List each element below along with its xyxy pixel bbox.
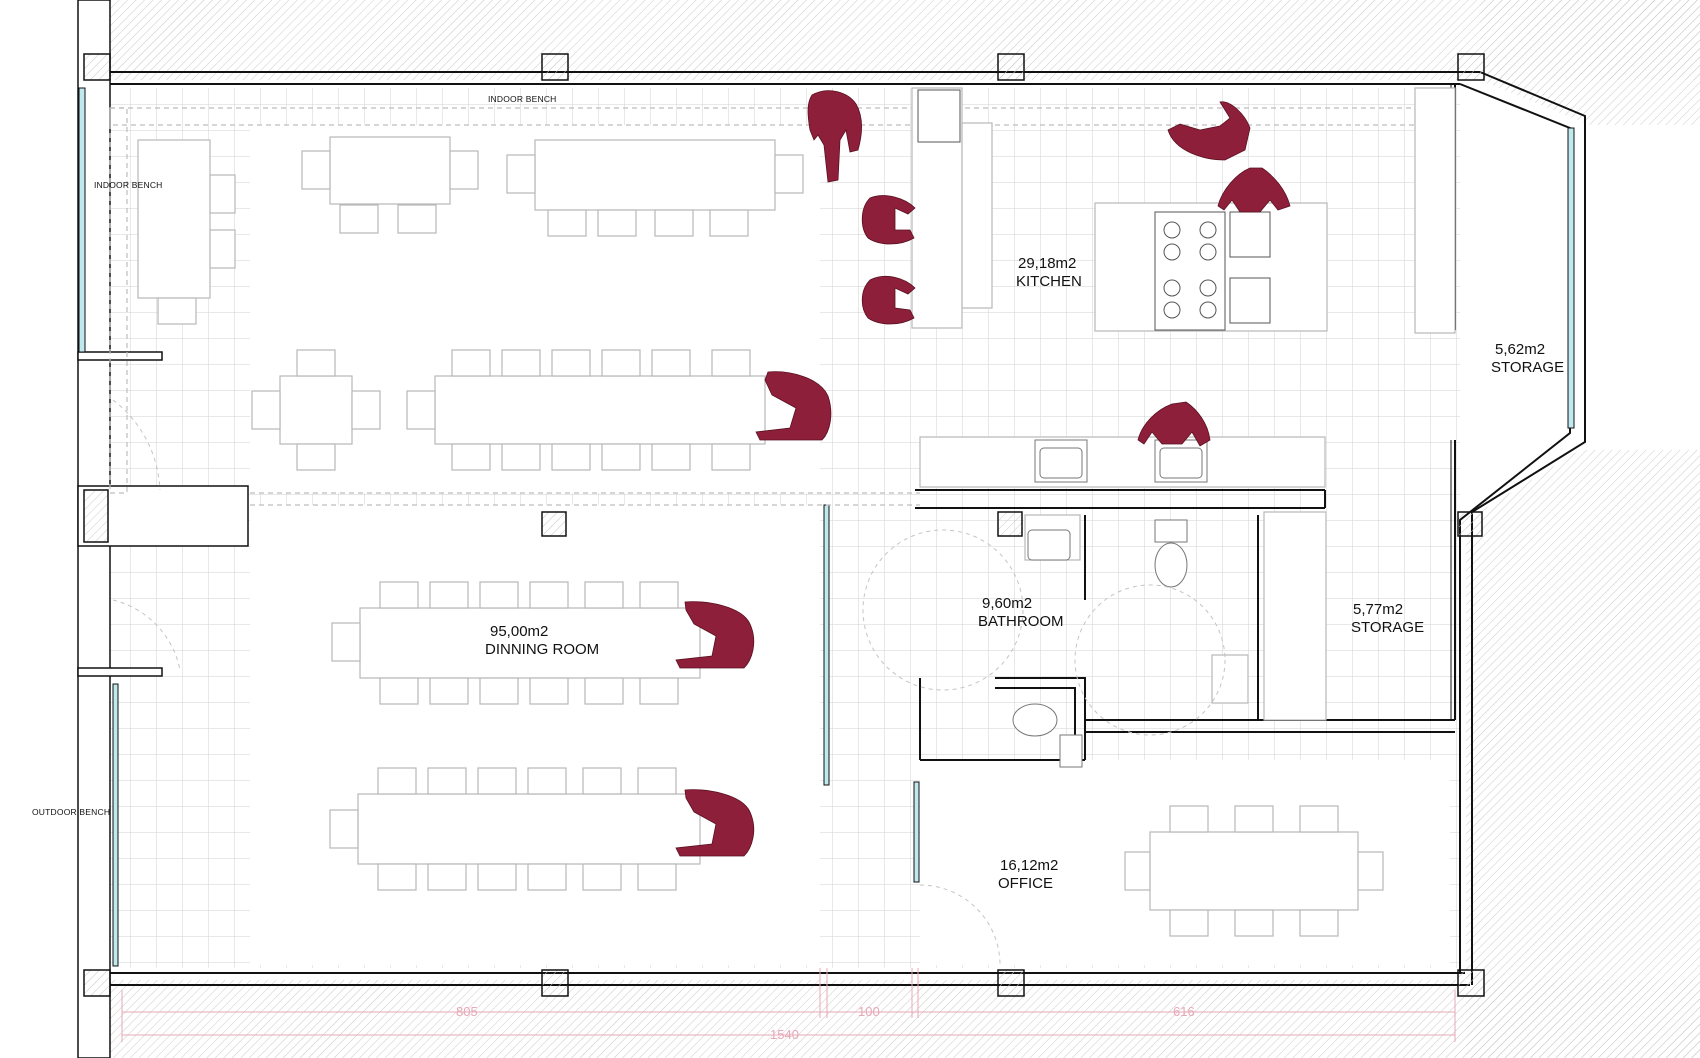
- dimension-lines: [121, 968, 1456, 1042]
- room-area: 29,18m2: [1018, 255, 1076, 272]
- room-area: 5,77m2: [1353, 601, 1403, 618]
- room-label-bathroom: 9,60m2 BATHROOM: [978, 595, 1064, 630]
- glazing: [78, 87, 1575, 967]
- door-swings: [112, 399, 1226, 966]
- room-area: 5,62m2: [1495, 341, 1545, 358]
- room-label-storage-1: 5,62m2 STORAGE: [1491, 341, 1564, 376]
- dimension-left: 805: [456, 1004, 478, 1019]
- room-name: STORAGE: [1351, 619, 1424, 636]
- bench-outline: [109, 107, 1416, 506]
- toilet-icon: [1012, 519, 1188, 768]
- dining-furniture: [137, 136, 804, 891]
- room-label-office: 16,12m2 OFFICE: [998, 857, 1058, 892]
- bench-label-outdoor: OUTDOOR BENCH: [32, 807, 110, 817]
- dimension-total: 1540: [770, 1027, 799, 1042]
- room-name: KITCHEN: [1016, 273, 1082, 290]
- room-area: 95,00m2: [490, 623, 548, 640]
- room-name: OFFICE: [998, 875, 1053, 892]
- room-name: BATHROOM: [978, 613, 1064, 630]
- column-icon: [83, 53, 1485, 997]
- dimension-middle: 100: [858, 1004, 880, 1019]
- room-label-storage-2: 5,77m2 STORAGE: [1351, 601, 1424, 636]
- room-label-kitchen: 29,18m2 KITCHEN: [1016, 255, 1082, 290]
- room-label-dinning-room: 95,00m2 DINNING ROOM: [485, 623, 599, 658]
- sink-icon: [1027, 439, 1208, 561]
- dimension-right: 616: [1173, 1004, 1195, 1019]
- person-topview-icon: [675, 90, 1291, 857]
- stove-icon: [917, 89, 1271, 331]
- bench-label-indoor-top: INDOOR BENCH: [488, 94, 557, 104]
- room-name: DINNING ROOM: [485, 641, 599, 658]
- room-area: 16,12m2: [1000, 857, 1058, 874]
- room-area: 9,60m2: [982, 595, 1032, 612]
- bench-label-indoor-left: INDOOR BENCH: [94, 180, 163, 190]
- room-name: STORAGE: [1491, 359, 1564, 376]
